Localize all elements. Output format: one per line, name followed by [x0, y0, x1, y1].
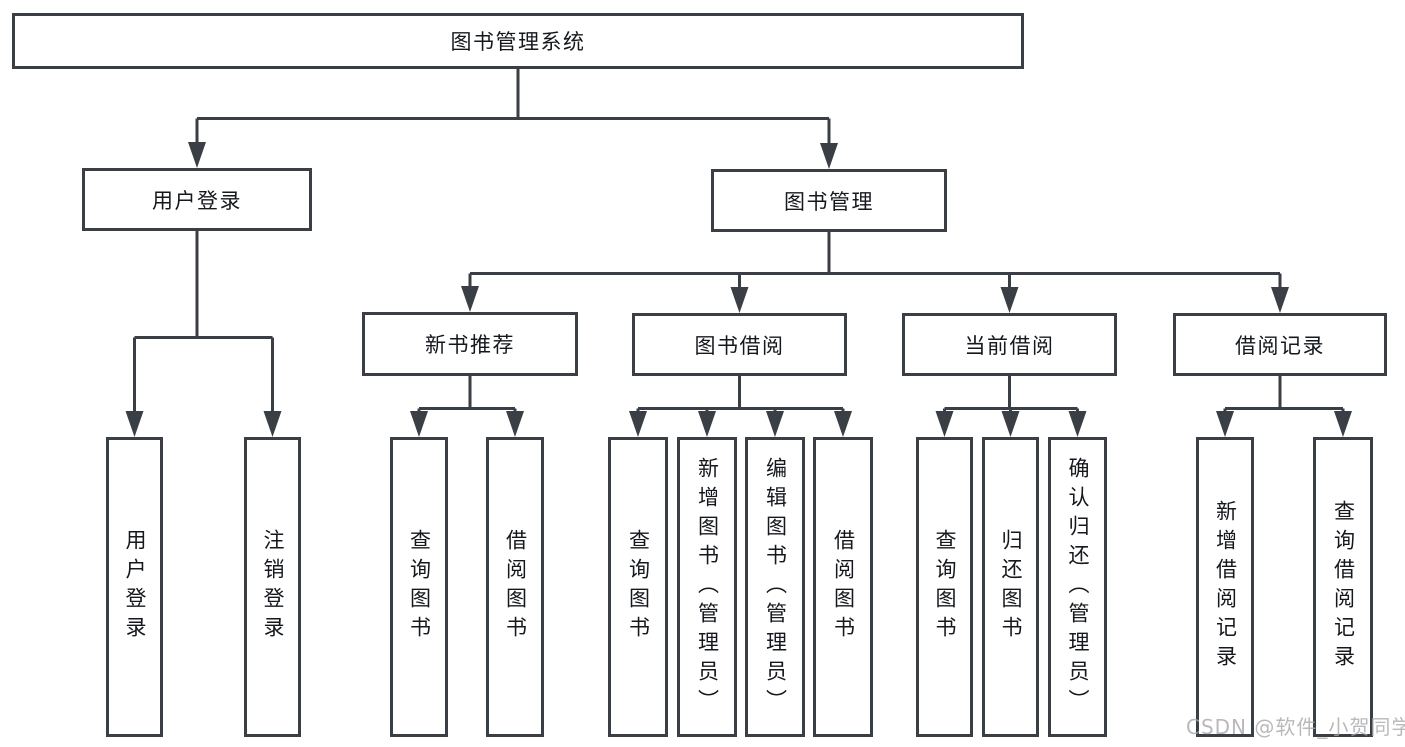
leaf-borrow-books-label: 借阅图书 — [831, 529, 856, 645]
node-root-label: 图书管理系统 — [450, 30, 586, 54]
node-user-login: 用户登录 — [82, 168, 312, 231]
leaf-query-books-current-label: 查询图书 — [933, 529, 957, 645]
leaf-query-books-recommend: 查询图书 — [390, 437, 448, 737]
arrowheads — [125, 142, 1352, 437]
leaf-add-books-admin: 新增图书（管理员） — [677, 437, 737, 737]
leaf-logout: 注销登录 — [244, 437, 301, 737]
node-book-management: 图书管理 — [711, 169, 947, 232]
node-borrowing-records: 借阅记录 — [1173, 313, 1387, 376]
leaf-return-books-label: 归还图书 — [999, 529, 1023, 645]
leaf-query-borrow-record-label: 查询借阅记录 — [1331, 500, 1356, 674]
leaf-query-books-borrowing: 查询图书 — [608, 437, 668, 737]
leaf-user-login: 用户登录 — [106, 437, 163, 737]
leaf-edit-books-admin-label: 编辑图书（管理员） — [763, 456, 788, 718]
node-current-borrowing-label: 当前借阅 — [964, 333, 1055, 358]
node-borrowing-records-label: 借阅记录 — [1235, 333, 1325, 358]
node-book-borrowing: 图书借阅 — [632, 313, 847, 376]
leaf-query-borrow-record: 查询借阅记录 — [1313, 437, 1373, 737]
leaf-logout-label: 注销登录 — [261, 529, 285, 645]
node-current-borrowing: 当前借阅 — [902, 313, 1117, 376]
node-root: 图书管理系统 — [12, 13, 1024, 69]
leaf-add-borrow-record-label: 新增借阅记录 — [1213, 500, 1238, 674]
leaf-user-login-label: 用户登录 — [123, 529, 147, 645]
leaf-edit-books-admin: 编辑图书（管理员） — [745, 437, 805, 737]
leaf-confirm-return-admin-label: 确认归还（管理员） — [1066, 456, 1090, 718]
csdn-watermark: CSDN @软件_小贺同学 — [1186, 715, 1405, 739]
leaf-borrow-books: 借阅图书 — [813, 437, 873, 737]
leaf-return-books: 归还图书 — [982, 437, 1039, 737]
leaf-query-books-recommend-label: 查询图书 — [407, 529, 432, 645]
node-new-book-recommend: 新书推荐 — [362, 312, 578, 376]
node-book-management-label: 图书管理 — [784, 189, 874, 214]
node-book-borrowing-label: 图书借阅 — [694, 333, 785, 358]
leaf-borrow-books-recommend: 借阅图书 — [486, 437, 544, 737]
leaf-confirm-return-admin: 确认归还（管理员） — [1048, 437, 1107, 737]
leaf-query-books-current: 查询图书 — [916, 437, 973, 737]
leaf-add-borrow-record: 新增借阅记录 — [1196, 437, 1254, 737]
node-new-book-recommend-label: 新书推荐 — [425, 333, 515, 357]
leaf-add-books-admin-label: 新增图书（管理员） — [695, 456, 720, 718]
node-user-login-label: 用户登录 — [152, 188, 242, 213]
leaf-query-books-borrowing-label: 查询图书 — [626, 529, 651, 645]
leaf-borrow-books-recommend-label: 借阅图书 — [503, 529, 528, 645]
